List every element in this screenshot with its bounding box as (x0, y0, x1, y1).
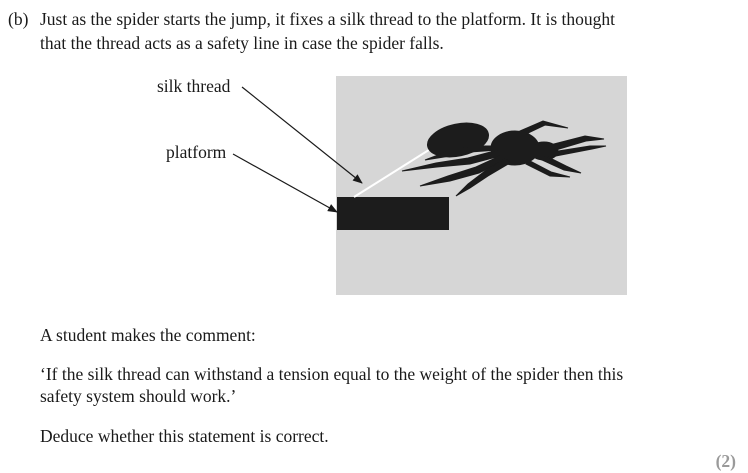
question-intro-line-1: Just as the spider starts the jump, it f… (40, 9, 615, 29)
platform-pointer (232, 153, 338, 213)
silk-thread-pointer (241, 86, 363, 184)
marks-badge: (2) (715, 451, 736, 471)
diagram-background (336, 76, 627, 295)
task-instruction: Deduce whether this statement is correct… (40, 426, 329, 446)
question-label: (b) (8, 9, 29, 29)
platform-block (337, 197, 449, 230)
silk-thread-label: silk thread (157, 76, 231, 96)
student-quote-line-1: ‘If the silk thread can withstand a tens… (40, 364, 624, 384)
comment-intro: A student makes the comment: (40, 325, 256, 345)
platform-label: platform (166, 142, 227, 162)
student-quote-line-2: safety system should work.’ (40, 386, 237, 406)
silk-thread-line (353, 147, 433, 198)
question-intro-line-2: that the thread acts as a safety line in… (40, 33, 444, 53)
spider-silhouette (401, 120, 607, 197)
